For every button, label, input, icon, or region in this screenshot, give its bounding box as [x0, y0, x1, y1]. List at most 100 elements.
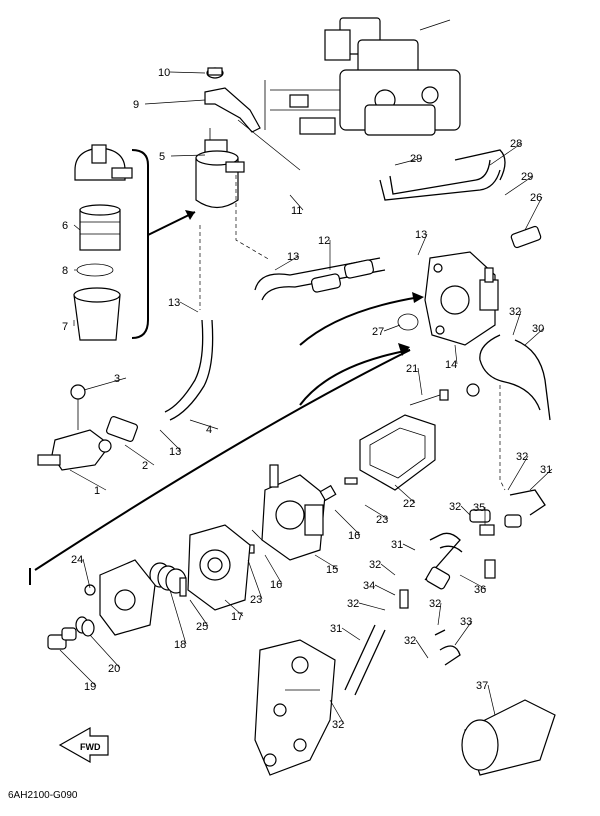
callout-leader — [59, 649, 97, 687]
callout-label: 27 — [372, 326, 384, 338]
callout-label: 32 — [347, 598, 359, 610]
callout-label: 30 — [532, 323, 544, 335]
callout-label: 9 — [133, 99, 139, 111]
callout-label: 3 — [114, 373, 120, 385]
callout-label: 32 — [429, 598, 441, 610]
callout-leader — [394, 484, 416, 504]
callout-label: 25 — [196, 621, 208, 633]
callout-label: 16 — [270, 579, 282, 591]
callout-label: 20 — [108, 663, 120, 675]
callout-leader — [159, 429, 182, 452]
o-ring-27 — [397, 313, 419, 331]
callout-label: 15 — [326, 564, 338, 576]
callout-leader — [73, 224, 81, 231]
callout-label: 17 — [231, 611, 243, 623]
callout-leader — [274, 255, 300, 271]
callout-leader — [460, 505, 471, 516]
callout-leader — [169, 71, 206, 74]
callout-leader — [247, 559, 263, 600]
pump-cover-24 — [84, 559, 156, 636]
callout-label: 11 — [291, 205, 302, 217]
fwd-arrow: FWD — [58, 726, 109, 764]
callout-label: 32 — [369, 559, 381, 571]
callout-leader — [487, 684, 496, 716]
callout-leader — [170, 154, 206, 157]
callout-label: 16 — [348, 530, 360, 542]
callout-label: 36 — [474, 584, 486, 596]
callout-leader — [402, 543, 416, 551]
callout-label: 37 — [476, 680, 488, 692]
callout-leader — [69, 469, 107, 491]
callout-label: 32 — [516, 451, 528, 463]
callout-label: 32 — [509, 306, 521, 318]
callouts: 1095687312131341112132829292613271432302… — [59, 67, 553, 731]
hose-31-lower — [344, 624, 376, 691]
gasket-22 — [359, 414, 436, 491]
callout-label: 18 — [174, 639, 186, 651]
callout-label: 13 — [169, 446, 181, 458]
callout-leader — [417, 367, 423, 396]
callout-leader — [314, 554, 339, 570]
callout-label: 31 — [391, 539, 403, 551]
callout-leader — [189, 419, 219, 430]
callout-leader — [124, 444, 155, 466]
arrow-to-pump — [299, 296, 421, 346]
callout-leader — [329, 699, 345, 725]
callout-label: 19 — [84, 681, 96, 693]
callout-label: 31 — [330, 623, 342, 635]
callout-leader — [289, 194, 304, 211]
bolt-21 — [409, 389, 449, 406]
callout-label: 34 — [363, 580, 375, 592]
part-37 — [461, 699, 556, 776]
hose-12 — [254, 257, 381, 291]
spring-20 — [75, 616, 95, 637]
callout-leader — [364, 504, 389, 520]
engine-block-bottom — [254, 639, 336, 776]
callout-label: 23 — [250, 594, 262, 606]
diagram-code: 6AH2100-G090 — [8, 790, 78, 801]
callout-leader — [437, 602, 442, 626]
callout-leader — [179, 301, 199, 313]
callout-leader — [417, 233, 428, 256]
arrow-to-filter — [147, 211, 196, 236]
callout-label: 14 — [445, 359, 457, 371]
fuel-filter — [195, 128, 245, 209]
callout-label: 29 — [410, 153, 422, 165]
callout-leader — [189, 599, 209, 627]
callout-leader — [459, 574, 487, 590]
callout-leader — [380, 563, 396, 576]
callout-label: 10 — [158, 67, 170, 79]
callout-leader — [358, 602, 386, 611]
callout-leader — [529, 468, 553, 491]
callout-leader — [454, 344, 458, 365]
hose-4 — [164, 319, 204, 413]
callout-label: 29 — [521, 171, 533, 183]
callout-label: 31 — [540, 464, 552, 476]
hose-12-b — [261, 269, 386, 301]
fuel-pump-upper — [424, 251, 499, 346]
callout-label: 7 — [62, 321, 68, 333]
spring-18 — [149, 562, 187, 594]
callout-leader — [144, 99, 206, 105]
callout-label: 22 — [403, 498, 415, 510]
fuel-pump-lower — [261, 464, 326, 561]
fuel-filter-bracket — [204, 67, 261, 133]
hose-30 — [514, 339, 551, 421]
callout-leader — [507, 455, 529, 491]
callout-label: 23 — [376, 514, 388, 526]
callout-leader — [489, 142, 523, 166]
callout-leader — [341, 627, 361, 641]
callout-label: 12 — [318, 235, 330, 247]
hose-4-b — [169, 319, 214, 421]
check-valve-19 — [47, 634, 67, 650]
callout-label: 32 — [449, 501, 461, 513]
callout-label: 8 — [62, 265, 68, 277]
section-divider — [34, 349, 411, 571]
dash-line-2 — [235, 175, 271, 261]
callout-leader — [383, 324, 401, 332]
callout-leader — [524, 196, 543, 231]
callout-label: 13 — [168, 297, 180, 309]
filter-exploded — [73, 144, 133, 341]
